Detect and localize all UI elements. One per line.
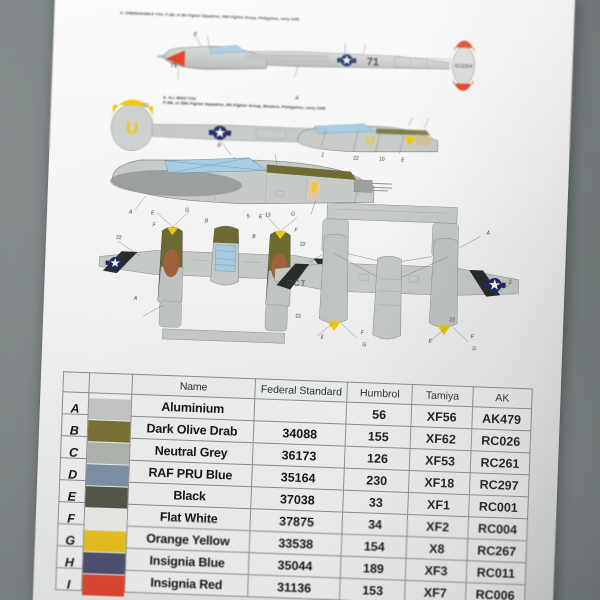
row-key-label: C — [68, 444, 79, 460]
cell-humbrol: 126 — [344, 446, 411, 471]
svg-text:OCT: OCT — [286, 278, 306, 288]
color-swatch-a — [87, 392, 132, 421]
row-key-label: H — [64, 554, 75, 570]
header-tamiya: Tamiya — [411, 384, 474, 407]
callout-letter-e-plantop-left: E — [150, 210, 155, 217]
svg-text:71: 71 — [170, 63, 178, 69]
swatch-fill — [88, 398, 131, 421]
cell-ak: RC006 — [465, 582, 526, 600]
swatch-fill — [83, 530, 126, 553]
callout-letter-f-plantop-left: F — [152, 222, 156, 229]
callout-letter-e-planbottom-left: E — [320, 334, 325, 341]
callout-letter-b-nose: B — [217, 142, 221, 149]
svg-text:71: 71 — [366, 56, 379, 68]
callout-number-2-planbottom: 2 — [508, 279, 512, 286]
cell-tamiya: XF18 — [408, 470, 470, 495]
callout-letter-b-top: B — [193, 31, 198, 38]
cell-tamiya: XF62 — [410, 426, 472, 451]
row-key-label: B — [69, 423, 80, 438]
callout-letter-f-planbottom-right: F — [470, 334, 474, 341]
cell-ak: RC026 — [470, 428, 531, 453]
row-key-e: E — [58, 479, 86, 504]
cell-ak: AK479 — [471, 406, 532, 431]
cell-tamiya: X8 — [406, 536, 468, 561]
callout-number-12-mid: 12 — [142, 102, 149, 110]
row-key-label: A — [70, 401, 80, 416]
callout-letter-g-plantop-left: G — [185, 207, 190, 214]
cell-humbrol: 153 — [339, 578, 406, 600]
cell-tamiya: XF2 — [407, 514, 469, 539]
cell-ak: RC004 — [467, 516, 528, 541]
cell-humbrol: 155 — [345, 424, 412, 449]
cell-federal-standard: 31136 — [247, 574, 341, 600]
cell-ak: RC001 — [468, 494, 529, 519]
row-key-a: A — [62, 391, 89, 416]
profile-view-top: 71 71 423304 — [156, 35, 475, 91]
row-key-f: F — [58, 501, 85, 526]
callout-number-22-planbottom-left: 22 — [295, 313, 301, 320]
row-key-label: D — [67, 466, 78, 482]
callout-letter-g-planbottom-right: G — [472, 346, 477, 353]
cell-tamiya: XF56 — [411, 404, 473, 429]
cell-humbrol: 34 — [342, 512, 408, 537]
swatch-fill — [84, 486, 128, 509]
cell-ak: RC011 — [465, 560, 526, 585]
row-key-h: H — [56, 545, 83, 570]
callout-number-22-planbottom-right: 22 — [449, 317, 455, 324]
callout-letter-f-planbottom-left: F — [360, 330, 364, 337]
svg-text:U: U — [126, 118, 139, 137]
row-key-b: B — [61, 413, 88, 438]
cell-humbrol: 154 — [341, 534, 408, 559]
row-key-d: D — [59, 457, 87, 482]
cell-ak: RC261 — [469, 450, 530, 475]
callout-letter-e-planbottom-right: E — [428, 338, 432, 345]
callout-letter-b-plantop-left: B — [204, 218, 209, 225]
callout-letter-a-planbottom: A — [486, 230, 490, 237]
callout-letter-a-plantop: A — [133, 295, 138, 302]
profile-view-nose-closeup — [110, 154, 393, 215]
row-key-label: G — [65, 532, 76, 548]
swatch-fill — [85, 464, 129, 487]
header-swatch — [88, 372, 133, 395]
swatch-fill — [87, 420, 130, 443]
instruction-sheet: K. UNBREAKABLE YOU, P-38L of 8th Fighter… — [32, 0, 576, 600]
cell-ak: RC267 — [466, 538, 527, 563]
row-key-g: G — [57, 523, 84, 548]
callout-number-22-plantop-left: 22 — [115, 235, 122, 242]
swatch-fill — [81, 574, 125, 597]
header-ak: AK — [472, 386, 533, 409]
cell-tamiya: XF7 — [404, 580, 466, 600]
cell-ak: RC297 — [469, 472, 530, 497]
paint-reference-table: Name Federal Standard Humbrol Tamiya AK … — [55, 371, 533, 600]
cell-name: Insignia Red — [124, 570, 249, 597]
row-key-label: I — [66, 577, 71, 592]
row-key-label: E — [67, 488, 77, 504]
row-key-label: F — [66, 510, 76, 526]
cell-tamiya: XF1 — [407, 492, 470, 517]
swatch-fill — [83, 508, 127, 531]
cell-humbrol: 56 — [346, 402, 412, 427]
callout-letter-g-planbottom-left: G — [362, 342, 367, 349]
callout-letter-b-plantop-right: B — [252, 234, 256, 241]
header-humbrol: Humbrol — [347, 382, 413, 405]
swatch-fill — [82, 552, 126, 575]
svg-text:423304: 423304 — [454, 63, 473, 70]
cell-humbrol: 33 — [343, 490, 409, 515]
header-key — [62, 371, 90, 393]
row-key-i: I — [55, 567, 83, 592]
row-key-c: C — [60, 435, 87, 460]
callout-letter-e-plantop-right: E — [258, 214, 263, 221]
svg-text:U: U — [366, 133, 375, 147]
swatch-fill — [86, 442, 130, 465]
cell-humbrol: 189 — [340, 556, 407, 581]
plan-view-bottom: OCT — [274, 202, 520, 343]
cell-tamiya: XF3 — [405, 558, 467, 583]
cell-humbrol: 230 — [343, 468, 410, 493]
cell-tamiya: XF53 — [409, 448, 471, 473]
